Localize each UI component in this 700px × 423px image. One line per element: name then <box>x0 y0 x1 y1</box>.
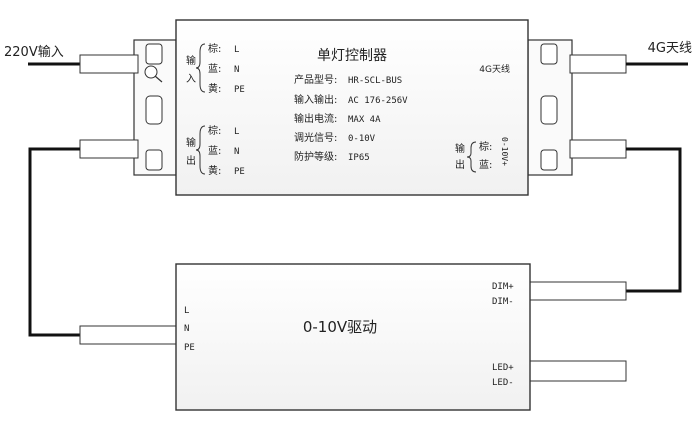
output-row-1-color: 棕: <box>208 124 221 137</box>
spec-3-value: MAX 4A <box>348 115 381 125</box>
dim-group-label-1: 输 <box>455 142 465 155</box>
input-row-1-pin: L <box>234 45 239 55</box>
spec-2-key: 输入输出: <box>294 93 337 106</box>
controller-antenna-text: 4G天线 <box>479 63 510 75</box>
dim-row-1-pin: 0-10V+ <box>500 137 509 166</box>
dim-signal-wire <box>529 139 682 301</box>
led-output-cable <box>529 360 627 382</box>
controller-box <box>175 19 529 196</box>
right-mounting-bracket <box>527 39 573 176</box>
input-row-3-color: 黄: <box>208 82 221 95</box>
input-row-2-pin: N <box>234 65 239 75</box>
spec-1-value: HR-SCL-BUS <box>348 76 402 86</box>
output-row-1-pin: L <box>234 127 239 137</box>
spec-5-value: IP65 <box>348 153 370 163</box>
dim-group-label-2: 出 <box>455 158 465 171</box>
controller-specs: 产品型号: HR-SCL-BUS 输入输出: AC 176-256V 输出电流:… <box>294 73 408 163</box>
controller-dim-output-terminals: 输 出 棕: 0-10V+ 蓝: <box>455 137 509 173</box>
input-group-label-1: 输 <box>186 54 196 67</box>
spec-4-key: 调光信号: <box>294 131 337 144</box>
left-mounting-bracket <box>133 39 177 176</box>
input-row-2-color: 蓝: <box>208 63 221 75</box>
power-input-label: 220V输入 <box>4 44 64 60</box>
driver-title: 0-10V驱动 <box>303 318 377 336</box>
controller-input-terminals: 输 入 棕: L 蓝: N 黄: PE <box>186 42 245 95</box>
driver-box <box>175 263 531 411</box>
driver-led-terminals: LED+ LED- <box>492 363 514 388</box>
controller-output-terminals: 输 出 棕: L 蓝: N 黄: PE <box>186 124 245 177</box>
driver-pin-n: N <box>184 324 189 334</box>
dim-row-2-color: 蓝: <box>479 159 492 171</box>
driver-input-terminals: L N PE <box>184 306 195 353</box>
output-group-label-1: 输 <box>186 136 196 149</box>
driver-pin-dim-plus: DIM+ <box>492 282 514 292</box>
output-row-3-pin: PE <box>234 167 245 177</box>
spec-1-key: 产品型号: <box>294 73 337 86</box>
input-wire <box>28 54 139 74</box>
output-row-2-color: 蓝: <box>208 145 221 157</box>
output-group-label-2: 出 <box>186 154 196 167</box>
output-row-3-color: 黄: <box>208 164 221 177</box>
antenna-wire <box>569 54 688 74</box>
output-row-2-pin: N <box>234 147 239 157</box>
spec-5-key: 防护等级: <box>294 150 337 163</box>
dim-row-1-color: 棕: <box>479 140 492 153</box>
driver-pin-pe: PE <box>184 343 195 353</box>
driver-pin-dim-minus: DIM- <box>492 297 514 307</box>
spec-3-key: 输出电流: <box>294 112 337 125</box>
spec-2-value: AC 176-256V <box>348 96 408 106</box>
driver-pin-l: L <box>184 306 189 316</box>
input-row-3-pin: PE <box>234 85 245 95</box>
driver-pin-led-plus: LED+ <box>492 363 514 373</box>
controller-title: 单灯控制器 <box>317 48 387 64</box>
input-row-1-color: 棕: <box>208 42 221 55</box>
driver-pin-led-minus: LED- <box>492 378 514 388</box>
spec-4-value: 0-10V <box>348 134 376 144</box>
driver-dim-terminals: DIM+ DIM- <box>492 282 514 307</box>
antenna-label: 4G天线 <box>648 41 692 56</box>
input-group-label-2: 入 <box>186 74 196 85</box>
